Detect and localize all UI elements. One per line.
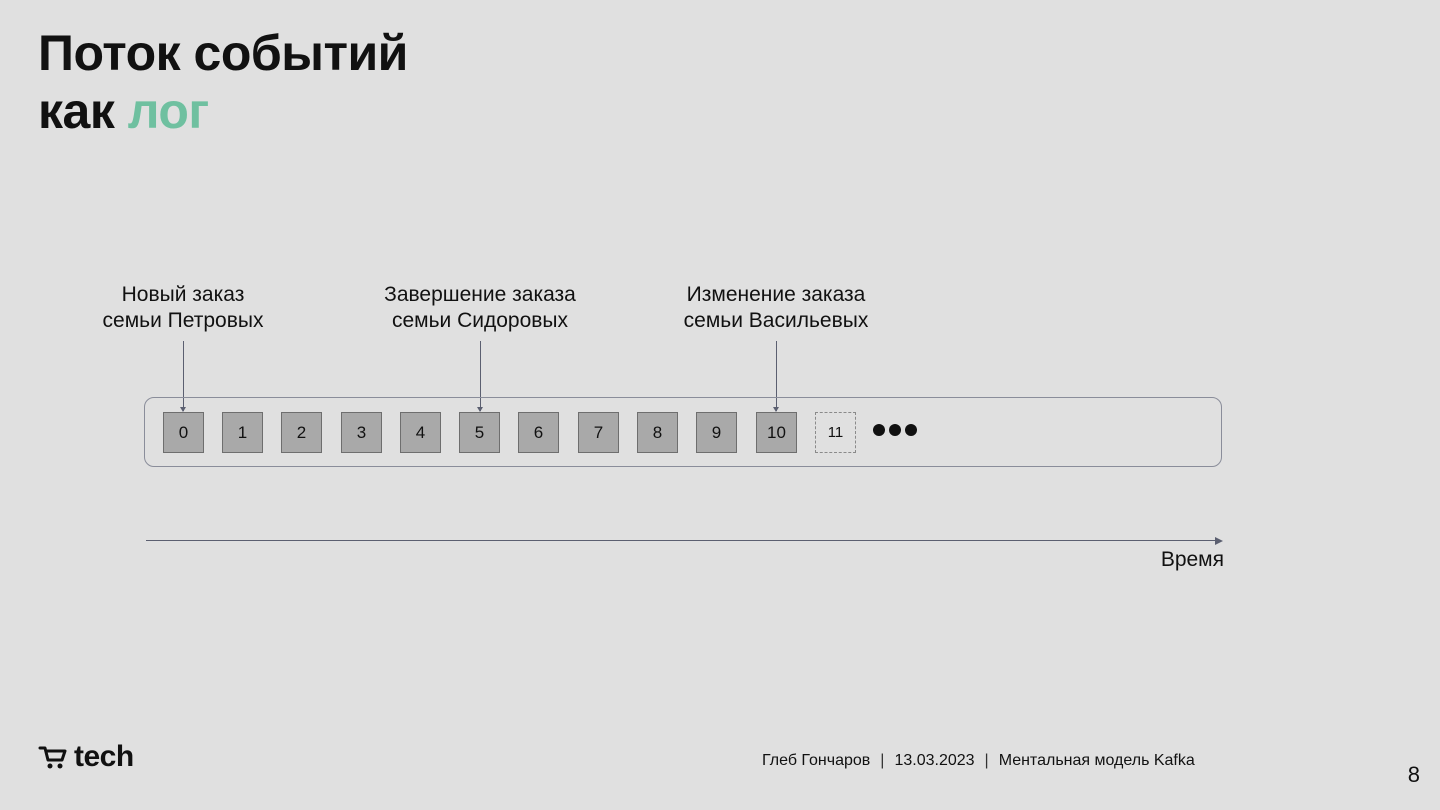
- annotation-line-2: семьи Васильевых: [683, 309, 869, 332]
- annotation-order-complete: Завершение заказа семьи Сидоровых: [384, 282, 576, 334]
- log-cell: 3: [341, 412, 382, 453]
- log-cell: 7: [578, 412, 619, 453]
- footer-separator: |: [984, 752, 989, 769]
- ellipsis-icon: [873, 424, 917, 436]
- log-cell: 9: [696, 412, 737, 453]
- log-cell: 1: [222, 412, 263, 453]
- title-line-2: как лог: [38, 82, 408, 140]
- log-track: [144, 397, 1222, 467]
- annotation-line-1: Изменение заказа: [686, 283, 866, 306]
- annotation-line-2: семьи Петровых: [102, 309, 264, 332]
- log-cell: 4: [400, 412, 441, 453]
- log-cell: 0: [163, 412, 204, 453]
- log-cell: 8: [637, 412, 678, 453]
- slide-footer: Гл​еб Гончаров | 13.03.2023 | Ментальная…: [762, 752, 1195, 770]
- log-cell-next: 11: [815, 412, 856, 453]
- title-accent-word: лог: [127, 83, 209, 139]
- title-prefix: как: [38, 83, 115, 139]
- time-axis-label: Время: [1160, 548, 1224, 571]
- pointer-arrow: [477, 341, 483, 412]
- pointer-arrow: [180, 341, 186, 412]
- footer-date: 13.03.2023: [894, 752, 975, 769]
- logo-text: tech: [74, 740, 134, 773]
- footer-separator: |: [880, 752, 885, 769]
- slide-title: Поток событий как лог: [38, 24, 408, 140]
- pointer-arrow: [773, 341, 779, 412]
- annotation-line-2: семьи Сидоровых: [391, 309, 569, 332]
- log-cell: 6: [518, 412, 559, 453]
- footer-topic: Ментальная модель Kafka: [998, 752, 1195, 769]
- cart-icon: [38, 746, 67, 769]
- annotation-line-1: Новый заказ: [121, 283, 245, 306]
- page-number: 8: [1407, 762, 1420, 787]
- brand-logo: tech: [38, 740, 134, 774]
- annotation-order-change: Изменение заказа семьи Васильевых: [684, 282, 869, 334]
- annotation-line-1: Завершение заказа: [384, 283, 576, 306]
- annotation-new-order: Новый заказ семьи Петровых: [103, 282, 264, 334]
- footer-author: Гл​еб Гончаров: [762, 752, 871, 769]
- time-axis-arrow: [146, 536, 1223, 545]
- log-cell: 5: [459, 412, 500, 453]
- log-cell: 10: [756, 412, 797, 453]
- log-cell: 2: [281, 412, 322, 453]
- title-line-1: Поток событий: [38, 25, 408, 81]
